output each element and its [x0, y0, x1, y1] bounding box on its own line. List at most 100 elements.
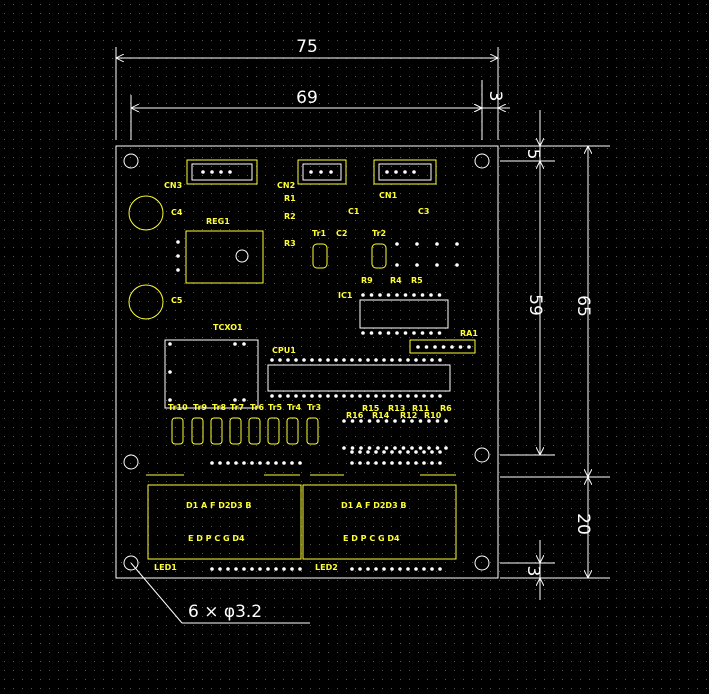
- label-tcxo1: TCXO1: [213, 323, 243, 332]
- chip-ic1: [359, 299, 449, 329]
- solder-pad: [418, 446, 423, 450]
- solder-pad: [386, 331, 391, 335]
- label-tr-row-0: Tr10: [168, 403, 188, 412]
- solder-pad: [369, 331, 374, 335]
- label-tr1: Tr1: [312, 229, 327, 238]
- solder-pad: [374, 450, 378, 454]
- solder-pad: [176, 240, 180, 244]
- solder-pad: [201, 170, 205, 174]
- solder-pad: [430, 450, 434, 454]
- solder-pad: [310, 358, 314, 362]
- dim-width-offset: 3: [485, 91, 505, 102]
- solder-pad: [403, 170, 407, 174]
- led-display-2: D1 A F D2D3 B E D P C G D4: [302, 484, 457, 560]
- solder-pad: [410, 419, 414, 423]
- solder-pad: [395, 331, 399, 335]
- solder-pad: [367, 419, 372, 423]
- solder-pad: [270, 394, 274, 398]
- label-ra1: RA1: [460, 329, 478, 338]
- holes-note: 6 × φ3.2: [188, 602, 262, 622]
- solder-pad: [274, 461, 278, 465]
- solder-pad: [290, 461, 294, 465]
- solder-pad: [318, 394, 322, 398]
- dim-width-inner: 69: [296, 88, 318, 108]
- solder-pad: [176, 268, 180, 272]
- solder-pad: [441, 345, 446, 349]
- label-r3: R3: [284, 239, 296, 248]
- solder-pad: [309, 170, 313, 174]
- solder-pad: [401, 446, 406, 450]
- solder-pad: [282, 461, 286, 465]
- label-c2: C2: [336, 229, 347, 238]
- solder-pad: [350, 419, 355, 423]
- solder-pad: [427, 419, 431, 423]
- solder-pad: [398, 461, 402, 465]
- label-led1: LED1: [154, 563, 177, 572]
- label-r5: R5: [411, 276, 423, 285]
- solder-pad: [310, 394, 314, 398]
- solder-pad: [398, 358, 402, 362]
- label-r-row-7: R6: [440, 404, 452, 413]
- solder-pad: [438, 461, 442, 465]
- solder-pad: [430, 358, 434, 362]
- solder-pad: [318, 358, 322, 362]
- label-ic1: IC1: [338, 291, 353, 300]
- solder-pad: [401, 419, 406, 423]
- solder-pad: [444, 446, 448, 450]
- solder-pad: [334, 394, 338, 398]
- connector-cn3: [186, 159, 258, 185]
- solder-pad: [438, 567, 442, 571]
- solder-pad: [361, 331, 365, 335]
- solder-pad: [429, 293, 433, 297]
- solder-pad: [319, 170, 323, 174]
- solder-pad: [382, 358, 386, 362]
- chip-cpu1: [267, 364, 451, 392]
- solder-pad: [386, 293, 391, 297]
- solder-pad: [422, 358, 426, 362]
- solder-pad: [358, 567, 362, 571]
- solder-pad: [176, 254, 180, 258]
- led-display-1: D1 A F D2D3 B E D P C G D4: [147, 484, 302, 560]
- solder-pad: [412, 170, 416, 174]
- solder-pad: [290, 567, 294, 571]
- solder-pad: [350, 461, 354, 465]
- label-tr-row-3: Tr7: [230, 403, 244, 412]
- solder-pad: [233, 398, 237, 402]
- solder-pad: [378, 331, 382, 335]
- label-r-row-6: R10: [424, 411, 442, 420]
- solder-pad: [282, 567, 286, 571]
- solder-pad: [435, 263, 439, 267]
- solder-pad: [366, 567, 370, 571]
- solder-pad: [234, 567, 238, 571]
- solder-pad: [228, 170, 232, 174]
- solder-pad: [359, 419, 363, 423]
- solder-pad: [412, 293, 416, 297]
- solder-pad: [395, 242, 399, 246]
- label-r4: R4: [390, 276, 402, 285]
- solder-pad: [358, 450, 362, 454]
- solder-pad: [350, 567, 354, 571]
- label-c4: C4: [171, 208, 183, 217]
- solder-pad: [258, 567, 262, 571]
- oscillator-tcxo1: [164, 339, 259, 409]
- solder-pad: [435, 446, 440, 450]
- solder-pad: [218, 461, 222, 465]
- label-tr-row-7: Tr3: [307, 403, 321, 412]
- solder-pad: [403, 293, 408, 297]
- mounting-holes: [123, 153, 490, 571]
- solder-pad: [350, 358, 354, 362]
- solder-pad: [270, 358, 274, 362]
- solder-pad: [334, 358, 338, 362]
- solder-pad: [422, 394, 426, 398]
- solder-pad: [406, 450, 410, 454]
- solder-pad: [366, 450, 370, 454]
- solder-pad: [382, 461, 386, 465]
- solder-pad: [168, 398, 172, 402]
- solder-pad: [437, 331, 442, 335]
- dim-height-upper: 59: [525, 294, 545, 316]
- label-r9: R9: [361, 276, 373, 285]
- solder-pad: [416, 345, 420, 349]
- solder-pad: [384, 419, 389, 423]
- solder-pad: [342, 358, 346, 362]
